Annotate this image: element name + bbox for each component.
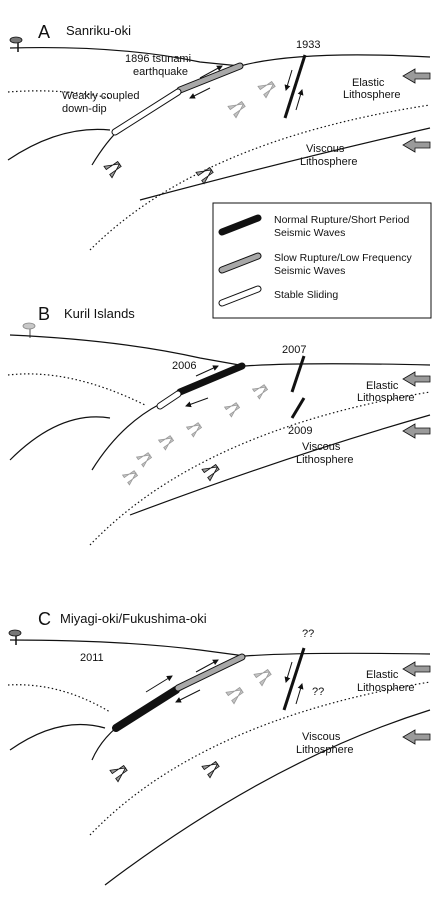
label-question-upper: ?? [302,628,314,640]
legend: Normal Rupture/Short Period Seismic Wave… [212,202,432,319]
slab-pull-arrow [227,100,246,119]
panel-b-title: Kuril Islands [64,306,135,321]
plate-motion-arrow [402,423,431,439]
svg-text:Slow Rupture/Low Frequency: Slow Rupture/Low Frequency [274,252,412,264]
label-1896-line2: earthquake [133,66,188,78]
plate-surface-c [9,639,431,657]
plate-motion-arrow [402,68,431,84]
slab-pull-arrow [195,166,214,185]
slab-pull-arrow [257,80,276,99]
label-viscous-b1: Viscous [302,441,341,453]
slab-pull-arrow [121,470,139,486]
panel-a-letter: A [38,22,50,42]
label-viscous-b2: Lithosphere [296,454,354,466]
fault-2007 [290,355,306,393]
label-elastic-a2: Lithosphere [343,89,401,101]
slab-pull-arrow [135,452,153,468]
label-2007: 2007 [282,344,306,356]
panel-b: B Kuril Islands 2006 2007 2009 Elastic L… [7,304,431,546]
plate-interface-a [91,65,241,166]
panel-a-title: Sanriku-oki [66,23,131,38]
slab-pull-arrow [157,435,175,451]
svg-text:Normal Rupture/Short Period: Normal Rupture/Short Period [274,214,410,226]
legend-item-normal-rupture: Normal Rupture/Short Period Seismic Wave… [218,214,410,239]
svg-text:Seismic Waves: Seismic Waves [274,265,345,277]
forearc-base-a [7,128,111,161]
legend-item-slow-rupture: Slow Rupture/Low Frequency Seismic Waves [218,252,412,277]
svg-text:Stable Sliding: Stable Sliding [274,289,338,301]
slab-pull-arrow [185,422,203,438]
label-viscous-c2: Lithosphere [296,744,354,756]
svg-text:Seismic Waves: Seismic Waves [274,227,345,239]
elastic-viscous-boundary-c2 [89,681,431,836]
label-weakly-line1: Weakly coupled [62,90,139,102]
slab-pull-arrow [253,668,272,687]
legend-item-stable-sliding: Stable Sliding [218,285,338,307]
fault-uncertain [282,647,306,711]
panel-c-title: Miyagi-oki/Fukushima-oki [60,611,207,626]
panel-a: A Sanriku-oki 1933 1896 tsunami earthqua… [7,22,431,251]
elastic-viscous-boundary-a2 [89,104,431,251]
label-2011: 2011 [80,652,104,664]
label-elastic-c1: Elastic [366,669,399,681]
plate-motion-arrow [402,371,431,387]
slab-pull-arrow [201,463,220,482]
plate-motion-arrow [402,729,431,745]
label-question-lower: ?? [312,686,324,698]
slab-pull-arrow [109,764,128,783]
forearc-base-c [9,723,106,751]
panel-c: C Miyagi-oki/Fukushima-oki 2011 ?? ?? El… [7,609,431,886]
tide-gauge-icon [8,629,22,645]
slab-bottom-b [129,414,431,516]
label-1896-line1: 1896 tsunami [125,53,191,65]
tide-gauge-icon [9,36,23,52]
slab-pull-arrow [225,686,244,705]
label-elastic-a1: Elastic [352,77,385,89]
label-viscous-a1: Viscous [306,143,345,155]
panel-c-letter: C [38,609,51,629]
elastic-viscous-boundary-b [7,373,146,406]
label-elastic-c2: Lithosphere [357,682,415,694]
fault-2009 [290,397,306,419]
plate-surface-a [9,46,431,67]
label-2006: 2006 [172,360,196,372]
slab-bottom-a [139,127,431,201]
forearc-base-b [9,416,111,461]
label-1933: 1933 [296,39,320,51]
plate-motion-arrow [402,137,431,153]
slab-pull-arrow [201,760,220,779]
slab-pull-arrow [251,384,269,400]
label-elastic-b2: Lithosphere [357,392,415,404]
plate-surface-b [9,334,431,367]
plate-interface-c [91,655,246,761]
normal-rupture-patch-b [176,362,246,396]
plate-interface-b [91,365,246,471]
label-viscous-a2: Lithosphere [300,156,358,168]
label-weakly-line2: down-dip [62,103,107,115]
label-2009: 2009 [288,425,312,437]
panel-b-letter: B [38,304,50,324]
normal-rupture-patch-c [112,686,180,732]
elastic-viscous-boundary-c [7,684,111,713]
slab-bottom-c [104,709,431,886]
fault-1933 [283,54,307,119]
plate-motion-arrow [402,661,431,677]
slab-pull-arrow [103,160,122,179]
label-viscous-c1: Viscous [302,731,341,743]
label-elastic-b1: Elastic [366,380,399,392]
slab-pull-arrow [223,402,241,418]
